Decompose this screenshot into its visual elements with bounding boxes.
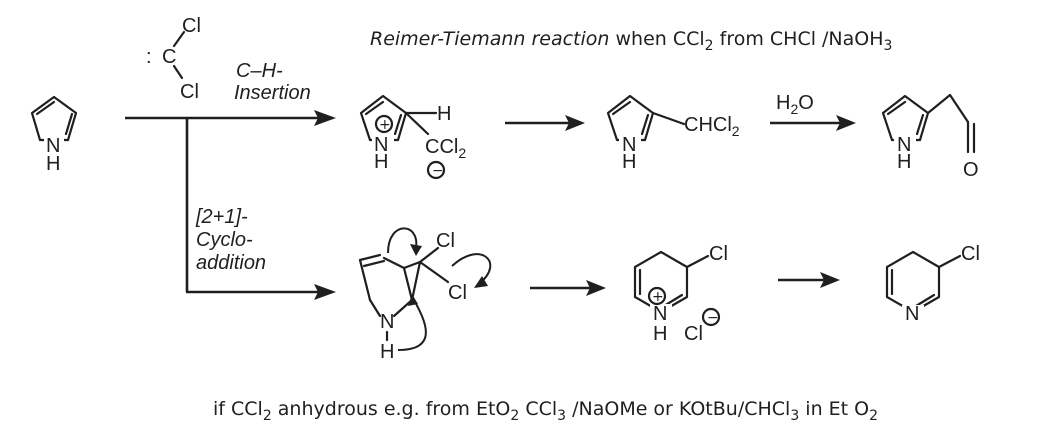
int2-chcl-label: CHCl2 [684,114,740,139]
carbene-cl-top: Cl [182,15,201,37]
chloropyridine: Cl N [885,243,980,325]
pyrrole-n-label: N [46,135,60,157]
cyc-n-label: N [380,311,394,333]
pyrrole-start: N H [30,95,78,175]
int1-ccl-label: CCl2 [425,136,466,161]
ald-h-label: H [897,151,911,173]
ald-n-label: N [897,134,911,156]
carbene-carbon: C [162,46,176,68]
anhydrous-caption: if CCl2 anhydrous e.g. from EtO2 CCl3 /N… [213,398,878,424]
pyr-chloride-label: Cl [684,323,703,345]
fin-cl-label: Cl [961,243,980,265]
insertion-label-2: Insertion [234,82,311,104]
ald-o-label: O [963,159,979,181]
pyrrole-h-label: H [46,153,60,175]
branch-arrows [125,110,336,300]
cyclo-label-2: Cyclo- [196,229,253,251]
int1-ch-label: H [437,103,451,125]
int2-h-label: H [622,151,636,173]
cyclo-label-1: [2+1]- [195,206,248,228]
cyc-cl1-label: Cl [436,230,455,252]
cyc-h-label: H [380,341,394,363]
dichloromethyl-pyrrole: N H CHCl2 [606,94,740,173]
int1-minus-charge: − [432,163,444,179]
cyclopropane-intermediate: Cl Cl N H [358,227,492,363]
dichlorocarbene: : C Cl Cl [146,15,201,103]
int2-n-label: N [622,134,636,156]
cyclo-label-3: addition [196,252,266,274]
pyr-cl-label: Cl [709,243,728,265]
int1-plus-charge: + [379,117,391,133]
carbene-cl-bottom: Cl [180,81,199,103]
int1-n-label: N [374,134,388,156]
pyr-n-label: N [653,303,667,325]
pyr-plus-charge: + [652,289,664,305]
cyc-cl2-label: Cl [448,282,467,304]
carbene-colon: : [146,46,152,68]
scheme-title: Reimer-Tiemann reaction when CCl2 from C… [370,28,892,54]
pyrrole-carbaldehyde: N H O [881,93,979,181]
insertion-intermediate: + N H H CCl2 − [359,94,466,180]
fin-n-label: N [905,303,919,325]
chloropyridinium: + Cl N H Cl − [633,243,728,345]
insertion-label-1: C–H- [236,60,283,82]
water-label: H2O [776,92,814,117]
int1-h-label: H [374,151,388,173]
pyr-h-label: H [653,323,667,345]
pyr-minus-charge: − [707,310,719,326]
